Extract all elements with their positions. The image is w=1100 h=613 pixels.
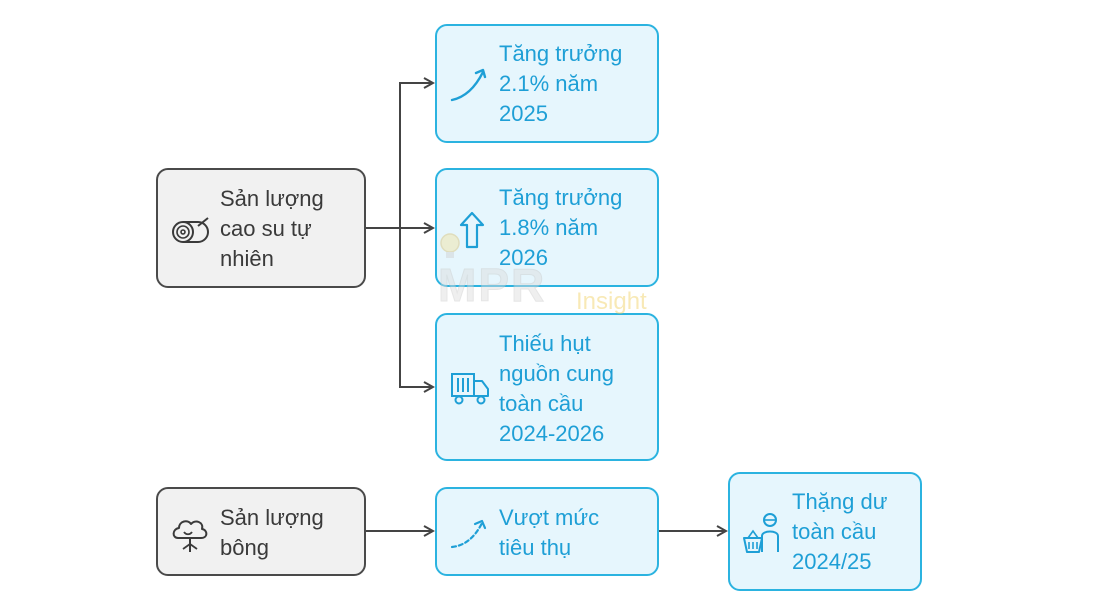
- node-growth-2025: Tăng trưởng 2.1% năm 2025: [435, 24, 659, 143]
- person-basket-icon: [743, 513, 779, 553]
- curved-up-arrow-icon: [450, 68, 487, 102]
- edge-rubber-growth2025: [366, 83, 433, 229]
- dashed-up-arrow-icon: [450, 519, 487, 549]
- node-rubber-label: Sản lượng cao su tự nhiên: [220, 186, 324, 271]
- node-supply-shortage: Thiếu hụt nguồn cung toàn cầu 2024-2026: [435, 313, 659, 461]
- node-surplus-label: Thặng dư toàn cầu 2024/25: [792, 489, 888, 574]
- watermark-logo-text: MPR: [437, 259, 547, 312]
- node-global-surplus: Thặng dư toàn cầu 2024/25: [728, 472, 922, 591]
- node-supply-shortage-label: Thiếu hụt nguồn cung toàn cầu 2024-2026: [499, 331, 614, 446]
- watermark-logo-subtext: Insight: [576, 288, 647, 315]
- node-cotton-output: Sản lượng bông: [156, 487, 366, 576]
- node-rubber-output: Sản lượng cao su tự nhiên: [156, 168, 366, 288]
- node-growth-2026: Tăng trưởng 1.8% năm 2026: [435, 168, 659, 287]
- lightbulb-icon: [440, 233, 460, 258]
- cotton-plant-icon: [172, 520, 208, 552]
- up-arrow-icon: [459, 211, 485, 249]
- node-growth-2025-label: Tăng trưởng 2.1% năm 2025: [499, 41, 623, 126]
- node-exceed-consumption: Vượt mức tiêu thụ: [435, 487, 659, 576]
- node-cotton-label: Sản lượng bông: [220, 505, 324, 560]
- truck-icon: [451, 373, 489, 405]
- rubber-roll-icon: [172, 217, 209, 243]
- node-growth-2026-label: Tăng trưởng 1.8% năm 2026: [499, 185, 623, 270]
- node-exceed-label: Vượt mức tiêu thụ: [499, 505, 600, 560]
- edge-rubber-shortage: [399, 228, 433, 387]
